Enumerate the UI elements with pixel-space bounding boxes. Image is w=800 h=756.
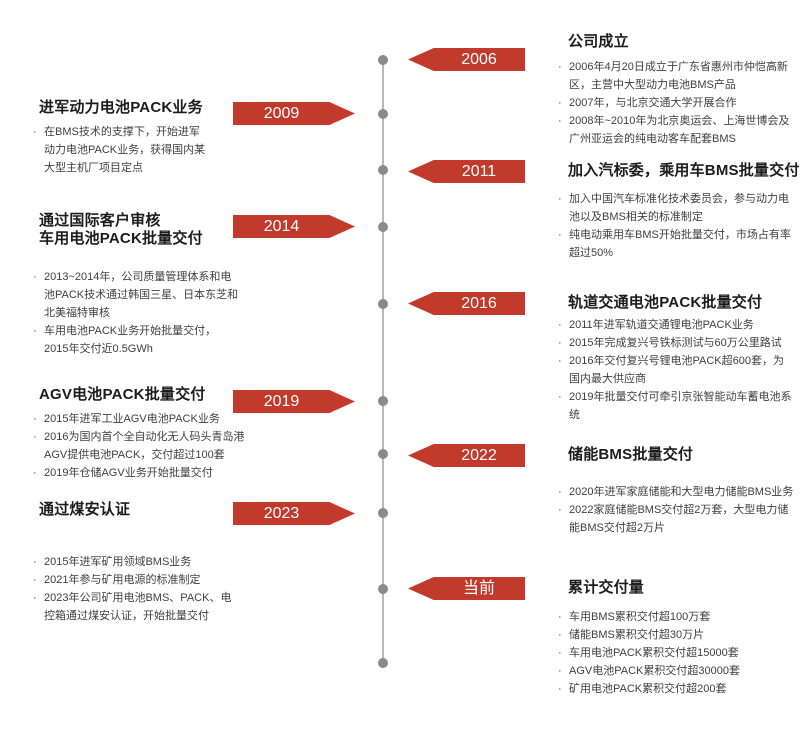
bullet-item: 车用BMS累积交付超100万套 xyxy=(556,608,794,626)
year-label: 2022 xyxy=(461,447,497,464)
bullet-item: 2016年交付复兴号锂电池PACK超600套，为国内最大供应商 xyxy=(556,352,794,388)
year-flag-current: 当前 xyxy=(408,577,525,600)
bullet-item: 储能BMS累积交付超30万片 xyxy=(556,626,794,644)
bullet-item: 加入中国汽车标准化技术委员会，参与动力电池以及BMS相关的标准制定 xyxy=(556,190,794,226)
milestone-title-2009: 进军动力电池PACK业务 xyxy=(39,99,203,116)
bullet-item: 在BMS技术的支撑下，开始进军动力电池PACK业务，获得国内某大型主机厂项目定点 xyxy=(31,123,209,177)
milestone-bullets-2009: 在BMS技术的支撑下，开始进军动力电池PACK业务，获得国内某大型主机厂项目定点 xyxy=(31,123,209,177)
timeline-node-dot xyxy=(378,396,388,406)
bullet-item: 2006年4月20日成立于广东省惠州市仲恺高新区，主营中大型动力电池BMS产品 xyxy=(556,58,794,94)
year-flag-2023: 2023 xyxy=(233,502,355,525)
timeline-node-dot xyxy=(378,165,388,175)
milestone-title-2006: 公司成立 xyxy=(568,33,629,50)
milestone-bullets-2011: 加入中国汽车标准化技术委员会，参与动力电池以及BMS相关的标准制定纯电动乘用车B… xyxy=(556,190,794,262)
bullet-item: 2015年完成复兴号铁标测试与60万公里路试 xyxy=(556,334,794,352)
milestone-bullets-2019: 2015年进军工业AGV电池PACK业务2016为国内首个全自动化无人码头青岛港… xyxy=(31,410,249,482)
milestone-title-2016: 轨道交通电池PACK批量交付 xyxy=(568,294,763,311)
timeline-node-dot xyxy=(378,658,388,668)
year-label: 2023 xyxy=(263,505,300,522)
bullet-item: AGV电池PACK累积交付超30000套 xyxy=(556,662,794,680)
bullet-item: 2013~2014年，公司质量管理体系和电池PACK技术通过韩国三星、日本东芝和… xyxy=(31,268,239,322)
bullet-item: 2015年进军工业AGV电池PACK业务 xyxy=(31,410,249,428)
milestone-title-2011: 加入汽标委，乘用车BMS批量交付 xyxy=(568,162,800,179)
timeline-axis-line xyxy=(382,58,384,666)
milestone-bullets-current: 车用BMS累积交付超100万套储能BMS累积交付超30万片车用电池PACK累积交… xyxy=(556,608,794,698)
bullet-item: 矿用电池PACK累积交付超200套 xyxy=(556,680,794,698)
year-label: 2014 xyxy=(263,218,300,235)
year-label: 2011 xyxy=(461,163,497,180)
year-label: 2006 xyxy=(461,51,497,68)
milestone-title-2014: 通过国际客户审核 车用电池PACK批量交付 xyxy=(39,212,203,247)
bullet-item: 车用电池PACK业务开始批量交付，2015年交付近0.5GWh xyxy=(31,322,239,358)
timeline-node-dot xyxy=(378,222,388,232)
bullet-item: 2008年~2010年为北京奥运会、上海世博会及广州亚运会的纯电动客车配套BMS xyxy=(556,112,794,148)
milestone-bullets-2022: 2020年进军家庭储能和大型电力储能BMS业务2022家庭储能BMS交付超2万套… xyxy=(556,483,794,537)
milestone-bullets-2016: 2011年进军轨道交通锂电池PACK业务2015年完成复兴号铁标测试与60万公里… xyxy=(556,316,794,424)
timeline-node-dot xyxy=(378,299,388,309)
year-flag-2019: 2019 xyxy=(233,390,355,413)
year-flag-2022: 2022 xyxy=(408,444,525,467)
bullet-item: 纯电动乘用车BMS开始批量交付，市场占有率超过50% xyxy=(556,226,794,262)
year-flag-2009: 2009 xyxy=(233,102,355,125)
bullet-item: 2016为国内首个全自动化无人码头青岛港AGV提供电池PACK，交付超过100套 xyxy=(31,428,249,464)
milestone-bullets-2023: 2015年进军矿用领域BMS业务2021年参与矿用电源的标准制定2023年公司矿… xyxy=(31,553,239,625)
milestone-bullets-2006: 2006年4月20日成立于广东省惠州市仲恺高新区，主营中大型动力电池BMS产品2… xyxy=(556,58,794,148)
milestone-title-2023: 通过煤安认证 xyxy=(39,501,131,518)
timeline-node-dot xyxy=(378,55,388,65)
milestone-title-current: 累计交付量 xyxy=(568,579,645,596)
timeline-node-dot xyxy=(378,109,388,119)
year-label: 2009 xyxy=(263,105,300,122)
milestone-title-2019: AGV电池PACK批量交付 xyxy=(39,386,206,403)
year-flag-2011: 2011 xyxy=(408,160,525,183)
bullet-item: 2020年进军家庭储能和大型电力储能BMS业务 xyxy=(556,483,794,501)
milestone-bullets-2014: 2013~2014年，公司质量管理体系和电池PACK技术通过韩国三星、日本东芝和… xyxy=(31,268,239,358)
year-flag-2006: 2006 xyxy=(408,48,525,71)
year-flag-2016: 2016 xyxy=(408,292,525,315)
bullet-item: 2022家庭储能BMS交付超2万套，大型电力储能BMS交付超2万片 xyxy=(556,501,794,537)
year-label: 当前 xyxy=(462,580,495,597)
bullet-item: 2007年，与北京交通大学开展合作 xyxy=(556,94,794,112)
year-flag-2014: 2014 xyxy=(233,215,355,238)
bullet-item: 2015年进军矿用领域BMS业务 xyxy=(31,553,239,571)
bullet-item: 2019年批量交付可牵引京张智能动车蓄电池系统 xyxy=(556,388,794,424)
timeline-node-dot xyxy=(378,584,388,594)
year-label: 2019 xyxy=(263,393,300,410)
bullet-item: 2011年进军轨道交通锂电池PACK业务 xyxy=(556,316,794,334)
bullet-item: 2019年仓储AGV业务开始批量交付 xyxy=(31,464,249,482)
bullet-item: 2023年公司矿用电池BMS、PACK、电控箱通过煤安认证，开始批量交付 xyxy=(31,589,239,625)
year-label: 2016 xyxy=(461,295,497,312)
bullet-item: 车用电池PACK累积交付超15000套 xyxy=(556,644,794,662)
bullet-item: 2021年参与矿用电源的标准制定 xyxy=(31,571,239,589)
milestone-title-2022: 储能BMS批量交付 xyxy=(568,446,694,463)
timeline-node-dot xyxy=(378,508,388,518)
timeline-node-dot xyxy=(378,449,388,459)
